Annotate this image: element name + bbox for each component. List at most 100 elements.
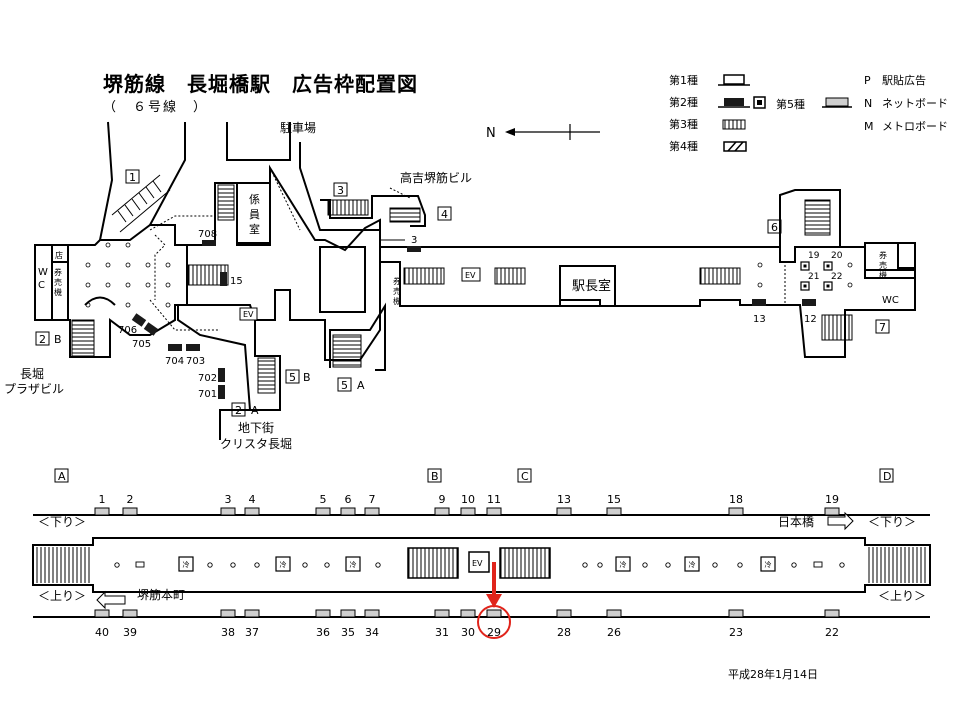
ad-702 xyxy=(218,368,225,382)
staff-room-char-3: 室 xyxy=(249,222,260,236)
platform-bench xyxy=(135,561,145,568)
platform-ad-top-label: 3 xyxy=(225,493,232,506)
cooling-unit-label: 冷 xyxy=(689,560,696,569)
platform-ad-top-5 xyxy=(315,507,331,516)
exit-4-label: 4 xyxy=(441,208,448,221)
ad-705-label: 705 xyxy=(132,339,151,350)
highlight-arrow-down-icon xyxy=(486,594,502,608)
cooling-unit-icon xyxy=(345,556,361,572)
ad-702-label: 702 xyxy=(198,373,217,384)
north-arrow-icon xyxy=(505,124,600,140)
platform-pillar xyxy=(114,562,120,568)
platform-ad-bottom-26 xyxy=(606,609,622,618)
exit-2-label: 2 xyxy=(39,333,46,346)
platform-ad-bottom-label: 34 xyxy=(365,626,379,639)
platform-ad-top-label: 9 xyxy=(439,493,446,506)
revision-date: 平成28年1月14日 xyxy=(728,667,818,681)
ad-13-label: 13 xyxy=(753,314,766,325)
platform-ad-bottom-23 xyxy=(728,609,744,618)
ticket-machine-right-1: 券 xyxy=(879,250,887,260)
platform-ad-top-label: 5 xyxy=(320,493,327,506)
exit-1-label: 1 xyxy=(129,171,136,184)
platform-pillar xyxy=(230,562,236,568)
ad-708-label: 708 xyxy=(198,229,217,240)
section-d-label: D xyxy=(883,470,891,483)
cooling-unit-label: 冷 xyxy=(183,560,190,569)
platform-pillar xyxy=(665,562,671,568)
platform-ad-bottom-35 xyxy=(340,609,356,618)
platform-ad-top-label: 2 xyxy=(127,493,134,506)
concourse-dots xyxy=(85,242,853,308)
parking-label: 駐車場 xyxy=(280,120,316,135)
ad-12-label: 12 xyxy=(804,314,817,325)
cooling-unit-icon xyxy=(760,556,776,572)
platform-ad-top-1 xyxy=(94,507,110,516)
legend-type1-symbol xyxy=(723,74,745,85)
exit-5a-label: 5 xyxy=(341,379,348,392)
legend-type3-label: 第3種 xyxy=(669,117,698,131)
exit-2b-suffix: B xyxy=(54,333,62,346)
platform-ad-top-19 xyxy=(824,507,840,516)
section-a-label: A xyxy=(58,470,66,483)
platform-ad-top-18 xyxy=(728,507,744,516)
exit-6-label: 6 xyxy=(771,221,778,234)
nagahori-label: 長堀 xyxy=(20,366,44,381)
ticket-machine-left-3: 機 xyxy=(54,287,62,297)
platform-ad-bottom-label: 35 xyxy=(341,626,355,639)
exit-5a-suffix: A xyxy=(357,379,365,392)
cooling-unit-icon xyxy=(615,556,631,572)
platform-ad-bottom-label: 31 xyxy=(435,626,449,639)
platform-ad-bottom-label: 37 xyxy=(245,626,259,639)
up-direction-left: ＜上り＞ xyxy=(38,589,86,603)
legend-type1-label: 第1種 xyxy=(669,73,698,87)
ad-12 xyxy=(802,299,816,306)
cooling-unit-label: 冷 xyxy=(765,560,772,569)
exit-7-label: 7 xyxy=(879,321,886,334)
platform-pillar xyxy=(737,562,743,568)
platform-stairs-center-right xyxy=(499,547,551,579)
ticket-machine-left-2: 売 xyxy=(54,277,62,287)
section-c-label: C xyxy=(521,470,529,483)
legend-type5-label: 第5種 xyxy=(776,97,805,111)
platform-ad-top-label: 6 xyxy=(345,493,352,506)
platform-ad-bottom-label: 23 xyxy=(729,626,743,639)
ad-19-label: 19 xyxy=(808,251,820,261)
legend-n-label: ネットボード xyxy=(882,97,948,110)
exit-5b-suffix: B xyxy=(303,371,311,384)
platform-ad-bottom-34 xyxy=(364,609,380,618)
platform-ad-top-label: 13 xyxy=(557,493,571,506)
platform-ev-label: EV xyxy=(472,559,483,568)
ad-703 xyxy=(186,344,200,351)
platform-pillar xyxy=(302,562,308,568)
platform-diagram: A B C D EV 冷冷冷冷冷冷 ＜下り＞ ＜下り＞ 日本橋 ＜上り＞ ＜上り… xyxy=(32,468,931,639)
platform-bench xyxy=(813,561,823,568)
store-label: 店 xyxy=(55,250,63,260)
platform-ad-bottom-29 xyxy=(486,609,502,618)
section-b-label: B xyxy=(431,470,439,483)
legend-n-key: N xyxy=(864,97,872,110)
ad-13 xyxy=(752,299,766,306)
section-a-box xyxy=(54,468,69,483)
platform-ad-top-10 xyxy=(460,507,476,516)
platform-pillar xyxy=(642,562,648,568)
platform-stairs-left xyxy=(35,547,90,583)
staff-room-char-1: 係 xyxy=(249,193,260,206)
platform-ad-top-label: 1 xyxy=(99,493,106,506)
ad-704-label: 704 xyxy=(165,356,184,367)
platform-ad-top-label: 19 xyxy=(825,493,839,506)
elevator-concourse-right xyxy=(461,267,481,282)
platform-pillar xyxy=(375,562,381,568)
legend-m-label: メトロボード xyxy=(882,120,948,133)
exit-labels xyxy=(35,169,890,417)
ad-20 xyxy=(823,261,833,271)
concourse-ads xyxy=(131,240,833,399)
platform-ad-top-label: 7 xyxy=(369,493,376,506)
ad-704 xyxy=(168,344,182,351)
ad-15 xyxy=(220,272,227,286)
platform-pillar xyxy=(791,562,797,568)
platform-pillar xyxy=(207,562,213,568)
ticket-machine-mid-2: 売 xyxy=(393,286,401,296)
cooling-unit-icon xyxy=(684,556,700,572)
